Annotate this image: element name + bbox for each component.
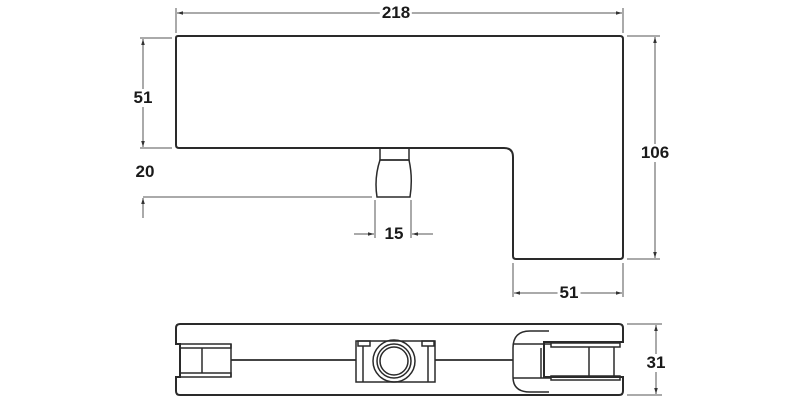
dimension-label-106: 106 [638,143,672,162]
side-body-outline [175,323,624,396]
top-view [175,35,624,260]
pivot-circle [372,339,416,383]
dimension-label-51-left: 51 [131,88,155,107]
fixing-pin [375,147,413,198]
dimension-20 [141,196,372,218]
left-glass-slot [179,343,232,378]
clamp-body-outline [175,35,624,260]
dimension-label-218: 218 [379,3,413,22]
right-glass-slot [512,330,621,393]
dimension-label-51-bottom: 51 [557,283,581,302]
dimension-15 [354,200,433,238]
side-view [175,323,624,396]
dimension-label-15: 15 [382,224,406,243]
dimension-label-20: 20 [133,162,157,181]
dimension-label-31: 31 [644,353,668,372]
pivot-block [355,339,436,383]
